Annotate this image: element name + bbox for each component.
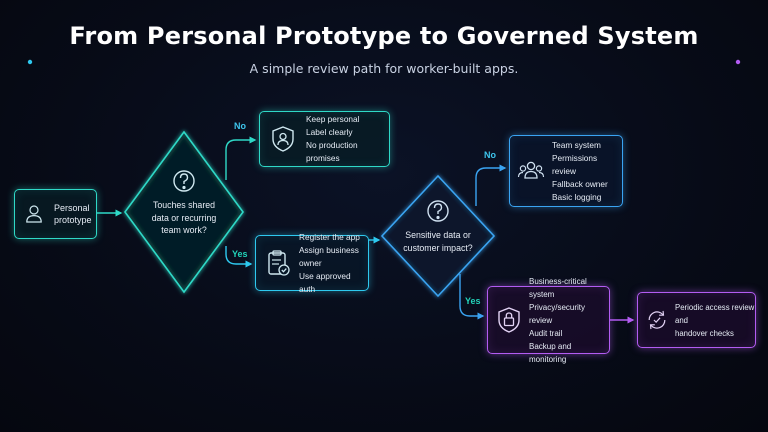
team-system-line: Team system: [552, 139, 601, 150]
decision2-text: Sensitive data or customer impact?: [388, 229, 488, 254]
connector-decision1-no: [225, 136, 257, 180]
business-critical-line: Audit trail: [529, 328, 563, 338]
business-critical-line: Privacy/security review: [529, 302, 586, 325]
question-icon: [173, 170, 195, 192]
branch-label-yes: Yes: [232, 249, 248, 259]
page-subtitle: A simple review path for worker-built ap…: [249, 61, 519, 76]
decision1-line: team work?: [161, 225, 207, 235]
decision1-line: Touches shared: [152, 200, 216, 210]
periodic-line: handover checks: [675, 328, 734, 338]
register-node: Register the app Assign business owner U…: [255, 232, 369, 294]
periodic-review-node: Periodic access review and handover chec…: [637, 292, 756, 348]
person-icon: [26, 205, 42, 223]
branch-label-no: No: [484, 150, 496, 160]
start-line: Personal: [54, 202, 90, 213]
team-icon: [517, 161, 545, 179]
register-line: Register the app: [299, 231, 360, 242]
refresh-check-icon: [648, 310, 666, 330]
start-node: Personal prototype: [14, 189, 97, 239]
decision-diamond-shared: [124, 130, 244, 294]
connector-decision1-yes: [225, 246, 253, 268]
keep-personal-node: Keep personal Label clearly No productio…: [259, 111, 390, 167]
keep-personal-line: No production promises: [306, 140, 358, 163]
decision1-line: data or recurring: [151, 212, 217, 223]
periodic-line: Periodic access review and: [675, 302, 755, 325]
business-critical-node: Business-critical system Privacy/securit…: [487, 277, 610, 364]
team-system-node: Team system Permissions review Fallback …: [509, 135, 623, 207]
branch-label-yes: Yes: [465, 296, 481, 306]
team-system-line: Basic logging: [552, 191, 602, 202]
team-system-line: Permissions review: [552, 152, 598, 176]
lock-shield-icon: [498, 307, 520, 333]
decision2-line: Sensitive data or: [405, 230, 471, 240]
start-line: prototype: [54, 215, 92, 225]
register-line: Assign business owner: [299, 244, 359, 268]
header-divider: [27, 59, 741, 65]
keep-personal-line: Label clearly: [306, 127, 353, 137]
clipboard-check-icon: [268, 250, 290, 276]
connector-decision2-yes: [459, 274, 485, 320]
business-critical-line: Backup and monitoring: [529, 341, 572, 364]
page-title: From Personal Prototype to Governed Syst…: [69, 22, 699, 50]
register-line: Use approved auth: [299, 270, 351, 294]
business-critical-line: Business-critical system: [529, 276, 587, 299]
connector-decision2-no: [475, 164, 507, 206]
decision-diamond-sensitive: [380, 174, 496, 298]
question-icon: [427, 200, 449, 222]
branch-label-no: No: [234, 121, 246, 131]
decision2-line: customer impact?: [403, 242, 473, 253]
keep-personal-line: Keep personal: [306, 114, 360, 124]
team-system-line: Fallback owner: [552, 178, 608, 189]
decision1-text: Touches shared data or recurring team wo…: [130, 199, 238, 237]
shield-person-icon: [272, 126, 294, 152]
